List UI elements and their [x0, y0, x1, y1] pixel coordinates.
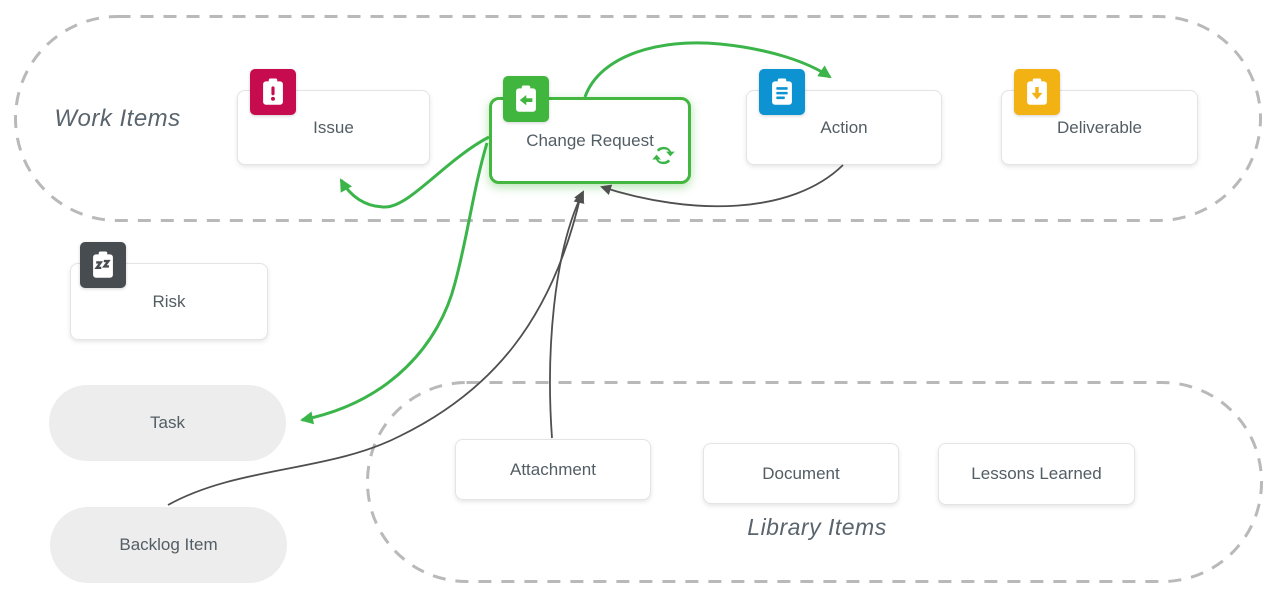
document-card[interactable]: Document	[703, 443, 899, 504]
backlog-item-label: Backlog Item	[119, 535, 218, 554]
clipboard-arrow-down-icon	[1014, 69, 1060, 115]
change-request-label: Change Request	[526, 130, 654, 150]
risk-label: Risk	[152, 291, 186, 311]
deliverable-label: Deliverable	[1056, 117, 1143, 137]
action-label: Action	[820, 117, 868, 137]
work-items-label: Work Items	[54, 105, 181, 132]
lessons-learned-card[interactable]: Lessons Learned	[938, 443, 1135, 505]
sync-icon[interactable]	[650, 142, 677, 169]
lessons-learned-label: Lessons Learned	[971, 464, 1102, 483]
edge-attachment-to-change-request	[549, 190, 584, 439]
issue-label: Issue	[313, 117, 354, 137]
task-label: Task	[150, 413, 185, 432]
edge-change-request-to-task	[300, 142, 489, 425]
task-pill[interactable]: Task	[49, 385, 286, 461]
clipboard-list-icon	[759, 69, 805, 115]
library-items-label: Library Items	[747, 514, 887, 540]
document-label: Document	[762, 463, 840, 483]
attachment-label: Attachment	[510, 459, 596, 479]
attachment-card[interactable]: Attachment	[455, 439, 651, 500]
clipboard-arrow-left-icon	[503, 76, 549, 122]
clipboard-exclamation-icon	[250, 69, 296, 115]
clipboard-zigzag-icon	[80, 242, 126, 288]
backlog-item-pill[interactable]: Backlog Item	[50, 507, 287, 583]
